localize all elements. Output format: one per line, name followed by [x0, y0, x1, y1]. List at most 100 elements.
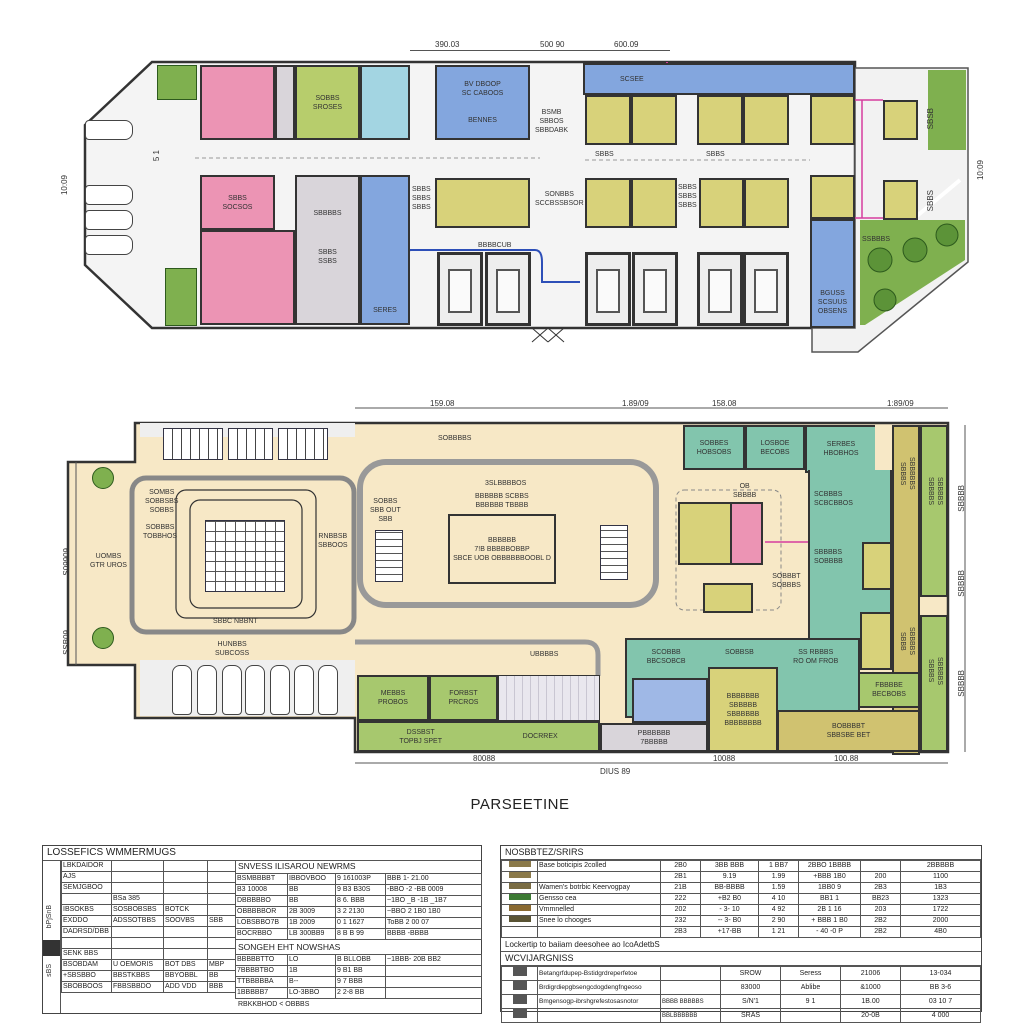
table-cell: LBKDAIDOR	[61, 860, 112, 872]
table-cell: 1100	[900, 871, 981, 883]
table-cell: 03 10 7	[900, 994, 981, 1009]
table-cell: 203	[860, 904, 901, 916]
room-pink-upper	[200, 65, 275, 140]
parked-car	[85, 210, 133, 230]
room-yellow-pair	[435, 178, 530, 228]
table-cell: 1 BB7	[758, 860, 799, 872]
table-cell: 3 2 2130	[335, 906, 386, 918]
table-cell: 1B3	[900, 882, 981, 894]
dark-swatch	[512, 995, 527, 1004]
parked-car	[85, 235, 133, 255]
table-row: AJS	[61, 871, 236, 883]
bicycle-rack	[163, 428, 223, 460]
room-label: SBCE UOB OBBBBBBOOBL D	[453, 554, 551, 562]
unit-room	[810, 175, 855, 219]
legend-label	[537, 871, 661, 883]
table-cell: BBYOBBL	[163, 970, 208, 982]
table-cell: 222	[660, 893, 701, 905]
top-floor-plan: 390.03 500 90 600.09 5 1 10:09 SOBBS SRO…	[0, 0, 1024, 360]
unit-room	[631, 178, 677, 228]
table-cell: BB	[207, 970, 236, 982]
table-cell: BB-BBBB	[700, 882, 759, 894]
table-cell	[163, 937, 208, 949]
parked-car	[172, 665, 192, 715]
unit-room-small	[883, 100, 918, 140]
dark-swatch-cell	[501, 980, 538, 995]
room-label: 7!B BBBBBOBBP	[474, 545, 530, 553]
color-swatch	[508, 916, 531, 922]
bench-block	[600, 525, 628, 580]
wc-line: Bmgensogp-ibrshgrefestosasnotor	[537, 994, 661, 1009]
legend-swatch-cell	[501, 871, 538, 883]
parked-car	[270, 665, 290, 715]
room-label: SCSEE	[620, 75, 644, 83]
table-cell: 2BBBBB	[900, 860, 981, 872]
room-label: BV DBOOP	[464, 81, 501, 88]
parked-car	[245, 665, 265, 715]
room-blue-tall: SERES	[360, 175, 410, 325]
table-cell: 8 B B 99	[335, 928, 386, 940]
table-cell: 1 21	[758, 926, 799, 938]
table-cell: LO-3BBO	[287, 987, 336, 999]
table-cell: TTBBBBBA	[235, 976, 288, 988]
parked-car	[318, 665, 338, 715]
table-cell: 7BBBBTBO	[235, 965, 288, 977]
unit-room	[860, 612, 892, 670]
table-cell	[111, 871, 164, 883]
table-cell: +SBSBBO	[61, 970, 112, 982]
table-cell: Ablibe	[780, 980, 841, 995]
table-cell	[163, 860, 208, 872]
landscape-tree-area	[157, 65, 197, 100]
unit-room	[862, 542, 892, 590]
table-cell: B BLLOBB	[335, 954, 386, 966]
legend-side-column: bPjSnB sBS	[43, 860, 61, 1013]
table-cell: 2B2	[860, 926, 901, 938]
room-pink-middle: SBBS SOCSOS	[200, 175, 275, 230]
table-cell	[207, 904, 236, 916]
area-label: SBBS	[706, 151, 725, 158]
path-label: BBBBCUB	[478, 242, 512, 249]
table-row: SEMJGBOO	[61, 882, 236, 894]
room-blue-large: BV DBOOP SC CABOOS BENNES	[435, 65, 530, 140]
room-label: SCSUUS	[817, 299, 848, 306]
table-cell: ~BBO 2 1B0 1B0	[385, 906, 482, 918]
table-cell	[860, 860, 901, 872]
table-cell: BBBB -BBBB	[385, 928, 482, 940]
wc-line: Brdigrdiepgbsengcdogdengfngeoso	[537, 980, 661, 995]
dark-swatch-cell	[501, 994, 538, 1009]
section-title: SNVESS ILISAROU NEWRMS	[238, 861, 356, 871]
table-cell: ~1BO _B -1B _1B7	[385, 895, 482, 907]
area-label: SSBBBS	[862, 236, 891, 243]
color-swatch	[508, 905, 531, 911]
table-cell: Seress	[780, 966, 841, 981]
table-row: DADRSD/DBB	[61, 926, 236, 938]
room-pink-small	[730, 502, 763, 565]
lift-bay	[632, 252, 678, 326]
table-cell: SEMJGBOO	[61, 882, 112, 894]
unit-room	[631, 95, 677, 145]
dimension-label: DIUS 89	[600, 767, 631, 776]
table-cell	[385, 987, 482, 999]
table-cell: +17-BB	[700, 926, 759, 938]
table-cell: 1BB0 9	[798, 882, 861, 894]
dimension-label: 10088	[713, 754, 736, 763]
legend-label: Snee lo chooges	[537, 915, 661, 927]
table-cell	[61, 937, 112, 949]
dimension-label: 158.08	[712, 399, 737, 408]
